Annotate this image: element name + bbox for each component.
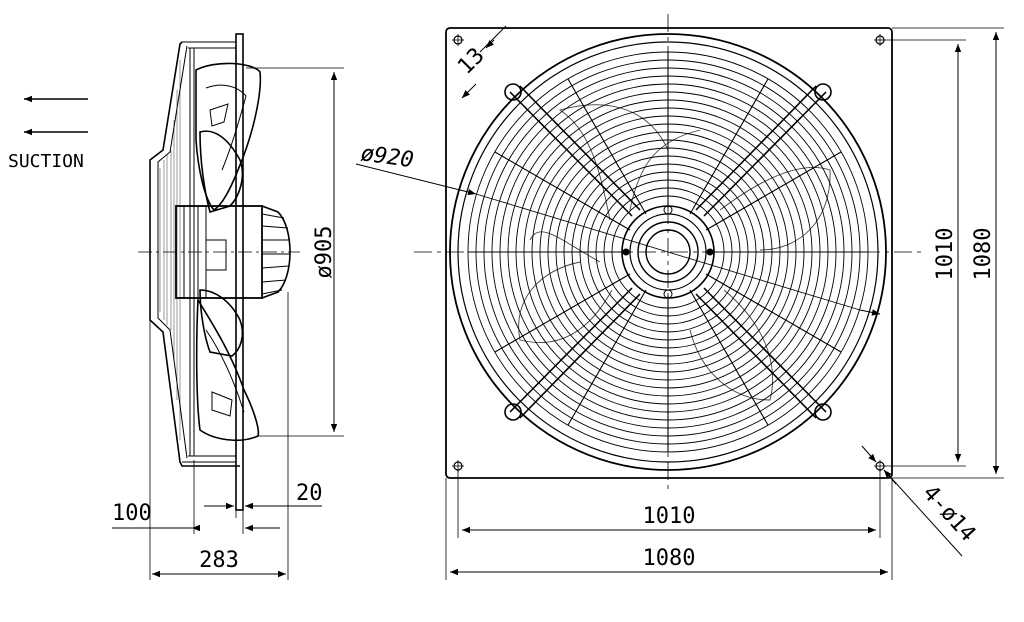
dim-front-guard-dia: ø920	[359, 141, 415, 173]
front-impeller-blades	[518, 104, 831, 401]
dim-front-hole-span-v: 1010	[933, 228, 958, 281]
side-bottom-rib	[182, 455, 237, 463]
front-centre-lines	[414, 14, 922, 492]
side-blade-bottom	[195, 297, 260, 442]
side-mounting-plate	[235, 33, 244, 511]
dim-side-total-283: 283	[199, 548, 239, 573]
dim-front-hole-span-h: 1010	[643, 504, 696, 529]
side-guard-hatch	[159, 60, 181, 440]
side-guard-inner	[157, 45, 188, 459]
dim-side-flange-20: 20	[296, 481, 323, 506]
dim-front-holes: 4-ø14	[917, 481, 980, 547]
suction-label: SUCTION	[8, 151, 84, 172]
dim-front-overall-v: 1080	[971, 228, 996, 281]
side-blade-mid-upper	[199, 130, 244, 214]
side-view: ø905 20 100 283	[112, 33, 344, 580]
dim-front-corner-13: 13	[453, 43, 489, 79]
front-guard-struts	[504, 83, 832, 421]
dim-side-impeller-dia: ø905	[312, 226, 337, 279]
front-view: ø920 13 1010 1080 1010 1080 4-ø14	[355, 14, 1004, 580]
suction-indicator: SUCTION	[8, 95, 88, 172]
dim-side-depth-100: 100	[112, 501, 152, 526]
front-mounting-plate	[445, 27, 893, 479]
dim-front-overall-h: 1080	[643, 546, 696, 571]
front-guard-radials	[468, 52, 868, 452]
side-top-rib	[182, 41, 237, 49]
